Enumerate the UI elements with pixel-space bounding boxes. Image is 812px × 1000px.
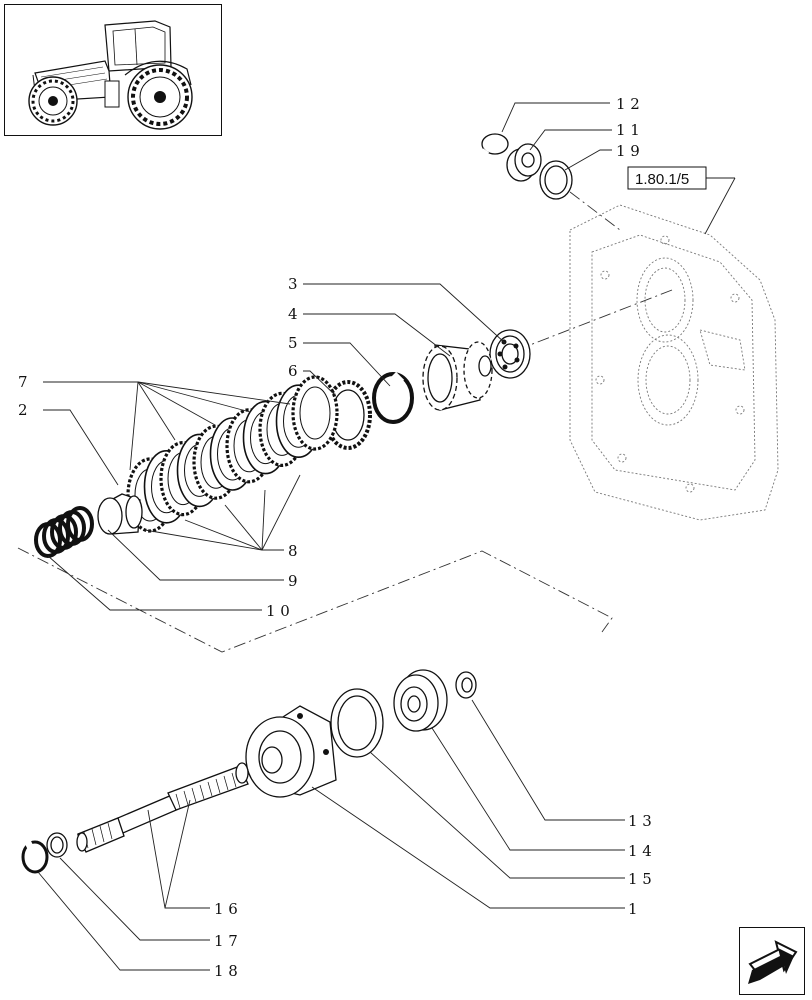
part-1-drum: [245, 705, 337, 798]
callout-11: 1 1: [616, 121, 640, 139]
callout-4: 4: [288, 305, 298, 323]
callout-17: 1 7: [214, 932, 238, 950]
callout-14: 1 4: [628, 842, 652, 860]
part-18-circlip: [21, 840, 49, 874]
callout-5: 5: [288, 334, 298, 352]
callout-18: 1 8: [214, 962, 238, 980]
part-16-shaft: [76, 762, 249, 853]
part-3-bearing: [489, 329, 531, 379]
callout-12: 1 2: [616, 95, 640, 113]
callout-1: 1: [628, 900, 638, 918]
callout-3: 3: [288, 275, 298, 293]
callout-19: 1 9: [616, 142, 640, 160]
callout-16: 1 6: [214, 900, 238, 918]
callout-15: 1 5: [628, 870, 652, 888]
next-page-arrow-icon: [748, 940, 798, 984]
part-11-cap: [506, 143, 542, 182]
reference-box[interactable]: 1.80.1/5: [627, 166, 707, 190]
part-14-bearing: [393, 669, 448, 732]
next-page-button[interactable]: [739, 927, 805, 995]
callout-8: 8: [288, 542, 298, 560]
callout-7: 7: [18, 373, 28, 391]
callout-2: 2: [18, 401, 28, 419]
callout-10: 1 0: [266, 602, 290, 620]
tractor-thumbnail-icon: [28, 20, 193, 130]
tractor-thumbnail: [4, 4, 222, 136]
callout-13: 1 3: [628, 812, 652, 830]
part-10-spring: [34, 506, 94, 558]
disc-bore: [299, 386, 331, 440]
part-4-gear: [422, 341, 493, 411]
part-19-ring: [539, 160, 573, 200]
leader-lines: [37, 102, 736, 971]
callout-9: 9: [288, 572, 298, 590]
axis-bracket: [17, 547, 613, 653]
callout-6: 6: [288, 362, 298, 380]
part-5-snap-ring: [372, 371, 414, 424]
part-9-sleeve: [97, 493, 143, 535]
axis-line-upper: [529, 289, 673, 346]
part-17-ring: [46, 832, 68, 858]
part-13-washer: [455, 671, 477, 699]
axis-line-top: [569, 191, 621, 231]
part-15-seal-ring: [330, 688, 384, 758]
clutch-disc-pack: [126, 375, 339, 533]
reference-label: 1.80.1/5: [635, 171, 689, 188]
part-12-circlip: [480, 133, 509, 156]
callout-labels: 1 2 1 1 1 9 3 4 5 6 7 2 8 9 1 0 1 3 1 4 …: [18, 95, 652, 980]
transmission-housing: [569, 204, 779, 521]
